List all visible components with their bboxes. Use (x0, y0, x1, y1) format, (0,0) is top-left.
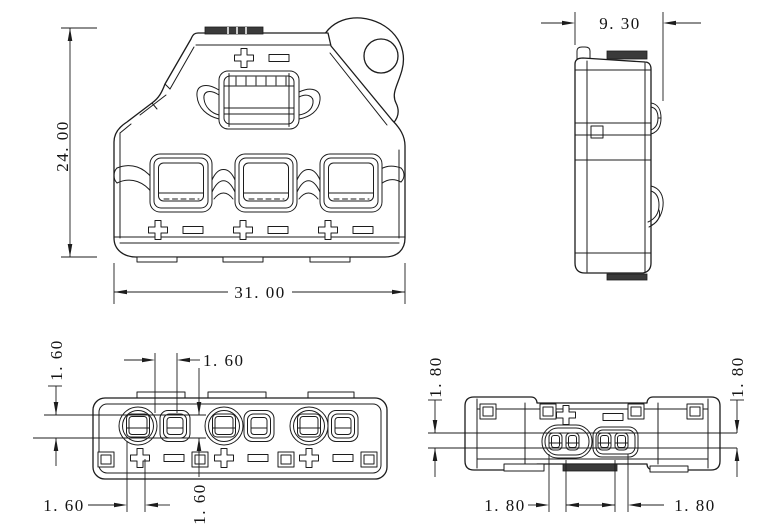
wire-window (565, 432, 580, 451)
wire-window (597, 432, 612, 451)
dim-180-pitch: 1. 80 1. 80 (484, 454, 716, 515)
lower-port-2 (234, 153, 298, 213)
side-window-square (590, 125, 604, 139)
mid-lever-2 (296, 169, 321, 200)
wire-window (614, 432, 629, 451)
clip-tab (627, 403, 645, 420)
port-teeth (235, 76, 287, 86)
clip-tab (479, 403, 497, 420)
upper-left-lever (196, 84, 220, 120)
dim-160-top-label: 1. 60 (203, 351, 245, 370)
dim-160-top: 1. 60 (124, 351, 245, 413)
bottom-foot-dark (606, 273, 648, 281)
clip-tab (360, 451, 378, 468)
lower-port-1 (149, 153, 213, 213)
top-view: 1. 80 1. 80 1. 80 1. 80 (426, 356, 747, 515)
dim-160-side: 1. 60 (33, 339, 206, 466)
clip-tab (97, 451, 115, 468)
minus-symbol (163, 454, 185, 462)
square-wire-port (243, 410, 275, 442)
feet-tabs (136, 256, 351, 263)
minus-symbol (182, 226, 204, 234)
wire-window (548, 432, 563, 451)
dim-180-left: 1. 80 (426, 356, 445, 477)
minus-symbol (332, 454, 354, 462)
minus-symbol (602, 413, 624, 421)
mounting-hole (363, 38, 399, 74)
minus-symbol (352, 226, 374, 234)
round-wire-port (118, 406, 158, 446)
dim-180-right-label: 1. 80 (728, 356, 747, 398)
dim-180-left-label: 1. 80 (426, 356, 445, 398)
lower-latch (647, 185, 664, 228)
dim-160-middle: 1. 60 (190, 368, 209, 525)
lower-port-3 (319, 153, 383, 213)
top-panel-lines (476, 398, 709, 469)
clip-tab (539, 403, 557, 420)
dim-160-side-label: 1. 60 (47, 339, 66, 381)
bottom-view: 1. 60 1. 60 1. 60 1. 60 (33, 339, 388, 525)
dim-depth-930: 9. 30 (541, 12, 701, 101)
clip-tab (191, 451, 209, 468)
dim-160-bottom: 1. 60 (43, 441, 170, 515)
dim-180-pitch-left-label: 1. 80 (484, 496, 526, 515)
dim-180-right: 1. 80 (728, 356, 747, 477)
foot-tab-dark (562, 463, 618, 472)
minus-symbol (267, 226, 289, 234)
dim-height-24: 24. 00 (53, 27, 97, 258)
top-tab-dark (606, 50, 648, 60)
dim-width-31: 31. 00 (113, 263, 406, 304)
dim-180-pitch-right-label: 1. 80 (674, 496, 716, 515)
square-wire-port (327, 410, 359, 442)
dim-160-bottom-label: 1. 60 (43, 496, 85, 515)
clip-tab (686, 403, 704, 420)
top-step (576, 46, 591, 60)
minus-symbol (268, 54, 290, 62)
dim-depth-label: 9. 30 (599, 14, 641, 33)
bottom-body-inner (98, 403, 382, 474)
mid-lever-1 (211, 169, 236, 200)
top-latch-tab (204, 26, 264, 35)
round-wire-port (289, 406, 329, 446)
side-panel-lines (574, 60, 652, 273)
side-body-outline (574, 57, 652, 274)
upper-port (218, 70, 300, 130)
body-panel-lines (113, 44, 406, 244)
front-view: 24. 00 31. 00 (53, 17, 406, 304)
minus-symbol (247, 454, 269, 462)
upper-latch (650, 102, 662, 135)
upper-right-lever (298, 88, 321, 120)
dim-height-label: 24. 00 (53, 120, 72, 172)
foot-tab (649, 465, 689, 473)
foot-tab (503, 463, 545, 472)
clip-tab (277, 451, 295, 468)
top-body-outline (464, 396, 721, 471)
dim-180-extension-lines (428, 432, 737, 449)
dim-width-label: 31. 00 (234, 283, 286, 302)
side-view: 9. 30 (541, 12, 701, 281)
round-wire-port (204, 406, 244, 446)
dim-160-middle-label: 1. 60 (190, 483, 209, 525)
